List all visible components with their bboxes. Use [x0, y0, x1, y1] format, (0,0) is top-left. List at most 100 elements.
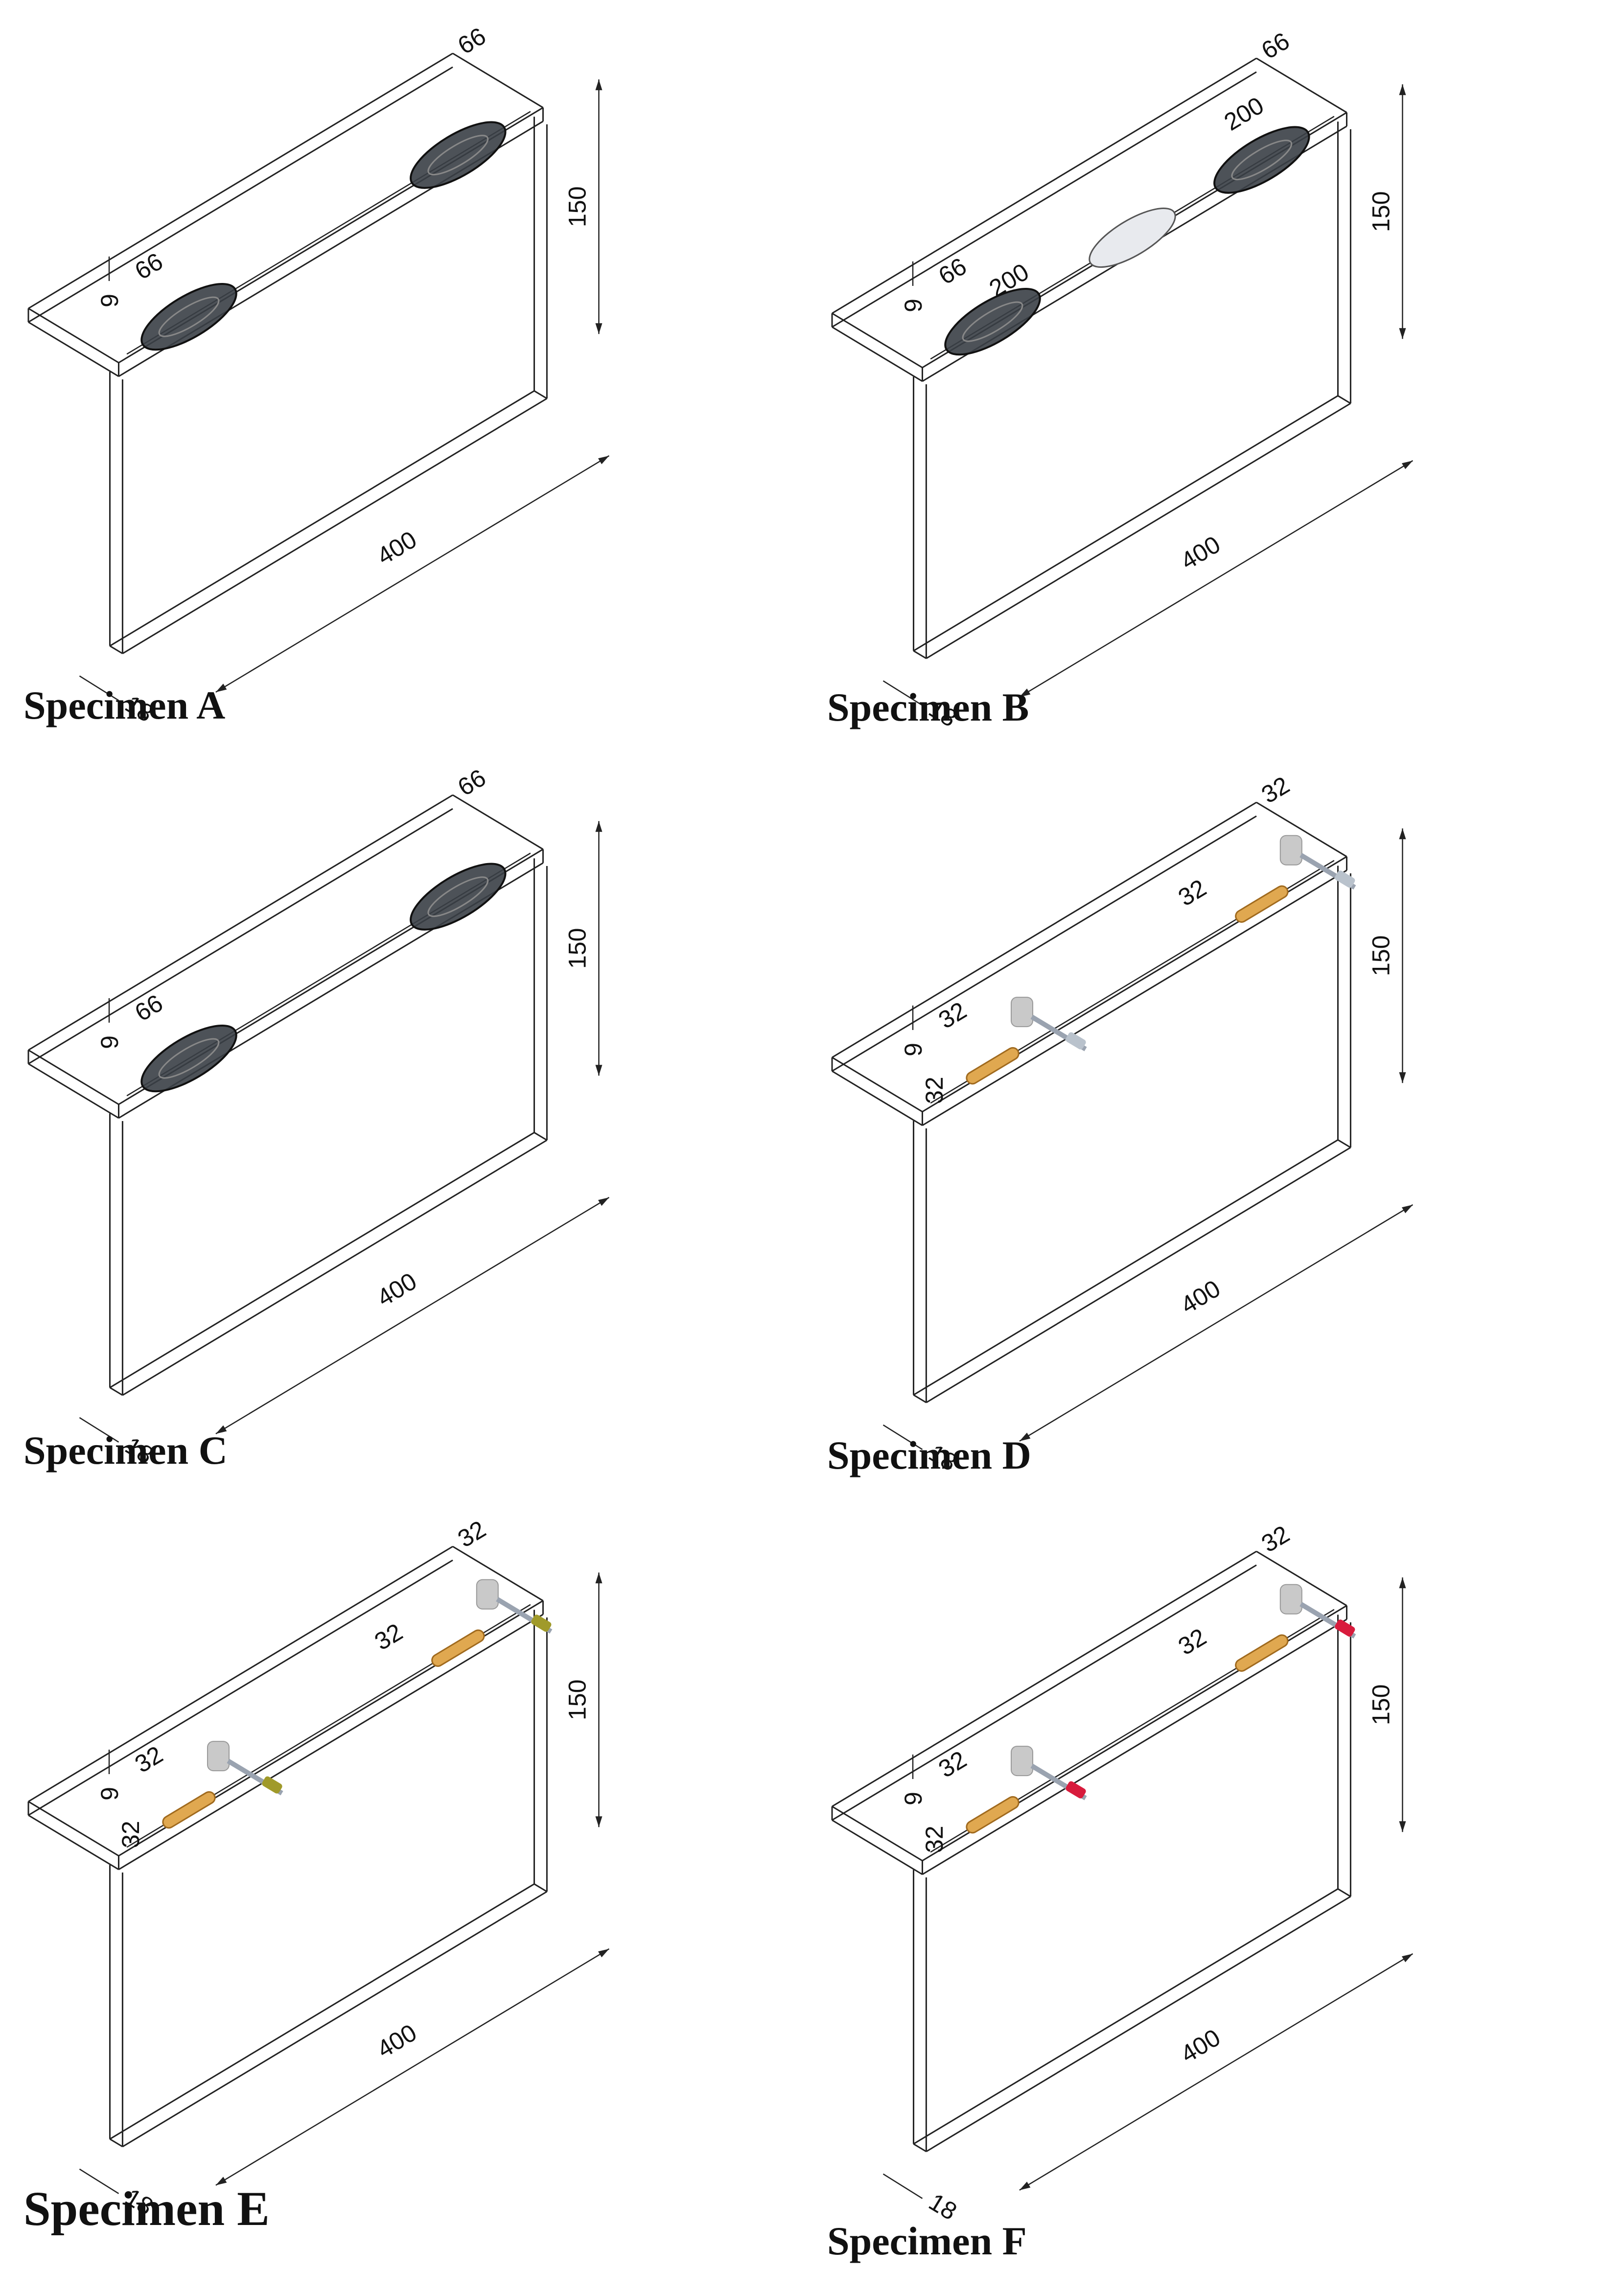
dim-edge-right-label: 32: [1257, 771, 1295, 809]
edge-line: [922, 1618, 1347, 1875]
edge-line: [832, 1564, 1257, 1821]
specimen-caption: Specimen F: [827, 2219, 1027, 2263]
dim-height-label: 150: [1368, 191, 1395, 232]
dim-edge-left-label: 66: [130, 989, 168, 1027]
dim-edge-right-label: 66: [1257, 27, 1295, 65]
side-board: [912, 866, 1351, 1404]
edge-line: [452, 1545, 544, 1602]
cam-connector-left: [140, 1024, 237, 1093]
dim-edge-right-label: 32: [1257, 1520, 1295, 1558]
edge-line: [452, 794, 544, 850]
dim-height-label: 150: [564, 928, 591, 969]
edge-line: [1256, 57, 1347, 114]
dim-length-arrow: [1019, 2181, 1031, 2190]
side-board: [912, 1615, 1351, 2153]
edge-line: [832, 71, 1257, 328]
edge-line: [913, 650, 927, 659]
edge-line: [832, 1070, 923, 1126]
edge-line: [109, 1387, 123, 1396]
dim-height-arrow: [595, 79, 603, 91]
dim-thickness-line: [882, 2173, 923, 2199]
dim-height-arrow: [1399, 1072, 1406, 1083]
edge-line: [832, 1819, 923, 1875]
edge-line: [534, 1132, 548, 1141]
dim-length-label: 400: [372, 526, 421, 570]
edge-line: [832, 1550, 1257, 1807]
edge-line: [109, 1883, 535, 2140]
edge-line: [832, 1805, 923, 1862]
dim-length-line: [215, 1948, 610, 2186]
edge-line: [926, 402, 1351, 659]
edge-line: [832, 326, 923, 382]
edge-line: [28, 1801, 119, 1857]
edge-line: [122, 1139, 548, 1396]
edge-line: [122, 398, 548, 655]
dim-edge-left-label: 32: [934, 1746, 972, 1783]
side-board: [912, 121, 1351, 659]
edge-line: [1337, 395, 1351, 404]
dim-height-label: 150: [564, 1680, 591, 1720]
dim-length-line: [1019, 1953, 1414, 2191]
edge-line: [28, 1545, 453, 1803]
dim-edge-left-label: 32: [130, 1741, 168, 1779]
edge-line: [118, 1614, 544, 1871]
dim-inset-label: 9: [96, 294, 123, 307]
specimen-caption: Specimen D: [827, 1433, 1031, 1477]
side-board: [109, 117, 548, 655]
top-board: [831, 801, 1347, 1126]
dim-depth-right-label: 32: [1174, 1623, 1211, 1661]
edge-line: [832, 801, 1257, 1058]
edge-line: [28, 808, 453, 1065]
dim-length-arrow: [1019, 1432, 1031, 1441]
edge-line: [832, 312, 923, 369]
side-board: [109, 858, 548, 1396]
top-board: [831, 57, 1347, 382]
top-board: [27, 794, 544, 1119]
edge-line: [28, 66, 453, 323]
dim-height-label: 150: [1368, 936, 1395, 976]
top-board: [831, 1550, 1347, 1875]
dim-length-arrow: [215, 2177, 227, 2185]
connector-left: [966, 997, 1087, 1085]
dim-depth-left-label: 32: [117, 1821, 144, 1848]
cam-connector-right: [410, 863, 507, 931]
dim-length-arrow: [1401, 460, 1413, 469]
edge-line: [109, 2138, 123, 2148]
dim-length-line: [1019, 1204, 1414, 1442]
side-board: [109, 1610, 548, 2148]
dim-length-line: [215, 455, 610, 693]
cam-connector-middle: [1089, 208, 1176, 268]
dim-edge-right-label: 32: [453, 1515, 491, 1553]
dim-inset-label: 9: [96, 1787, 123, 1801]
edge-line: [28, 1063, 119, 1119]
cam-connector-left: [944, 287, 1041, 356]
dim-length-label: 400: [372, 2019, 421, 2063]
edge-line: [922, 869, 1347, 1126]
edge-line: [534, 390, 548, 399]
edge-line: [1337, 1139, 1351, 1148]
dim-depth-right-label: 32: [1174, 874, 1211, 912]
dim-length-line: [215, 1196, 610, 1434]
dim-thickness-line: [79, 1417, 119, 1443]
edge-line: [109, 1132, 535, 1388]
dim-length-arrow: [1019, 688, 1031, 697]
edge-line: [122, 1891, 548, 2148]
dim-height-arrow: [1399, 1821, 1406, 1832]
edge-line: [28, 1049, 119, 1105]
cam-connector-left: [140, 282, 237, 351]
dim-edge-right-label: 66: [453, 764, 491, 801]
edge-line: [28, 794, 453, 1051]
dim-length-arrow: [215, 1425, 227, 1434]
top-board: [27, 1545, 544, 1871]
dim-height-arrow: [595, 821, 603, 832]
edge-line: [1337, 1888, 1351, 1897]
dim-height-arrow: [595, 323, 603, 334]
specimen-caption: Specimen B: [827, 685, 1029, 729]
connector-right: [1235, 1584, 1356, 1672]
dim-thickness-line: [882, 680, 923, 706]
specimen-caption: Specimen E: [23, 2181, 270, 2236]
cam-connector-right: [410, 121, 507, 189]
